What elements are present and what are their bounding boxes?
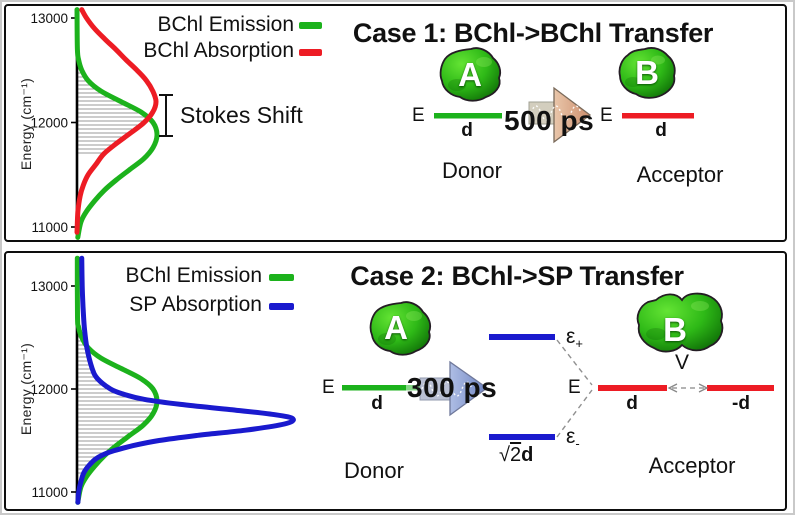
donor-role-label: Donor [344,458,404,483]
molecule-b-letter: B [663,311,687,348]
tick-label: 13000 [30,279,68,294]
panel2-title: Case 2: BChl->SP Transfer [350,261,684,291]
overlap-hatching [78,68,146,154]
molecule-blob-a [439,47,502,102]
epsilon-minus-base: ε [566,425,576,448]
donor-dipole-label: d [461,120,473,141]
acceptor-level-right [707,385,774,391]
radical-sign: √ [499,444,510,466]
stokes-shift-label: Stokes Shift [180,102,303,128]
legend-absorption-label: BChl Absorption [143,39,294,62]
acceptor-energy-level [622,113,694,119]
legend-absorption-label: SP Absorption [129,293,262,316]
epsilon-minus-sub: - [575,436,580,452]
spectrum-plot: 13000 12000 11000 [30,7,160,240]
bchl-absorption-curve [74,7,159,235]
exciton-lower-level [489,434,555,440]
exciton-lower-connector [556,389,593,438]
donor-dipole-label: d [371,393,383,414]
panel1-title: Case 1: BChl->BChl Transfer [352,18,714,48]
case1-diagram-svg: 13000 12000 11000 [30,7,694,240]
donor-energy-label: E [322,377,335,398]
molecule-blob-a [369,301,432,356]
molecule-a-letter: A [458,56,482,93]
exciton-upper-label: ε+ [566,325,583,351]
legend-emission-swatch [269,274,294,281]
legend-absorption-swatch [299,49,322,56]
tick-label: 12000 [30,116,68,131]
donor-energy-level-tip [406,385,420,391]
sqrt2d-label: √2d [499,444,533,467]
panel-case1: 13000 12000 11000 [4,4,787,242]
overlap-hatching [78,336,156,474]
radicand: 2 [509,444,522,466]
sqrt-dipole: d [521,444,534,466]
acceptor-energy-label: E [600,105,613,126]
exciton-lower-label: ε- [566,425,580,451]
photon-squiggle [421,381,473,397]
transfer-time-label: 500 ps [504,105,595,136]
acceptor-role-label: Acceptor [648,453,736,478]
acceptor-dipole-left-label: d [626,393,638,414]
tick-label: 11000 [31,485,68,500]
transfer-arrow [528,86,592,144]
photon-squiggle [530,105,582,121]
y-axis-label: Energy (cm⁻¹) [18,342,34,436]
molecule-blob-b [618,47,676,99]
legend-emission-label: BChl Emission [157,13,294,36]
transfer-time-label: 300 ps [407,372,498,403]
legend-emission-label: BChl Emission [125,264,262,287]
exciton-upper-level [489,334,555,340]
tick-label: 11000 [31,220,68,235]
molecule-blob-b-special-pair [636,292,724,353]
donor-energy-level [342,385,420,391]
epsilon-plus-base: ε [566,325,576,348]
exciton-upper-connector [556,339,593,386]
acceptor-dipole-right-label: -d [732,393,750,414]
tick-label: 13000 [30,11,68,26]
stokes-shift-bracket [159,94,173,137]
sp-absorption-curve [75,255,296,505]
acceptor-energy-label: E [568,377,581,398]
coupling-arrow [667,383,709,393]
donor-role-label: Donor [442,158,502,183]
spectrum-plot: 13000 12000 11000 [30,255,296,505]
acceptor-dipole-label: d [655,120,667,141]
legend-emission-swatch [299,22,322,29]
epsilon-plus-sub: + [575,336,583,352]
coupling-label: V [674,351,689,374]
bchl-emission-curve [74,7,160,240]
molecule-b-letter: B [635,54,659,91]
y-axis-label: Energy (cm⁻¹) [18,77,34,171]
donor-energy-label: E [412,105,425,126]
molecule-a-letter: A [384,309,408,346]
transfer-arrow [419,360,489,417]
tick-label: 12000 [30,382,68,397]
legend-absorption-swatch [269,303,294,310]
donor-energy-level [434,113,502,119]
panel-case2: 13000 12000 11000 [4,251,787,511]
acceptor-role-label: Acceptor [636,162,724,187]
case2-diagram-svg: 13000 12000 11000 [30,255,774,505]
acceptor-level-left [598,385,667,391]
